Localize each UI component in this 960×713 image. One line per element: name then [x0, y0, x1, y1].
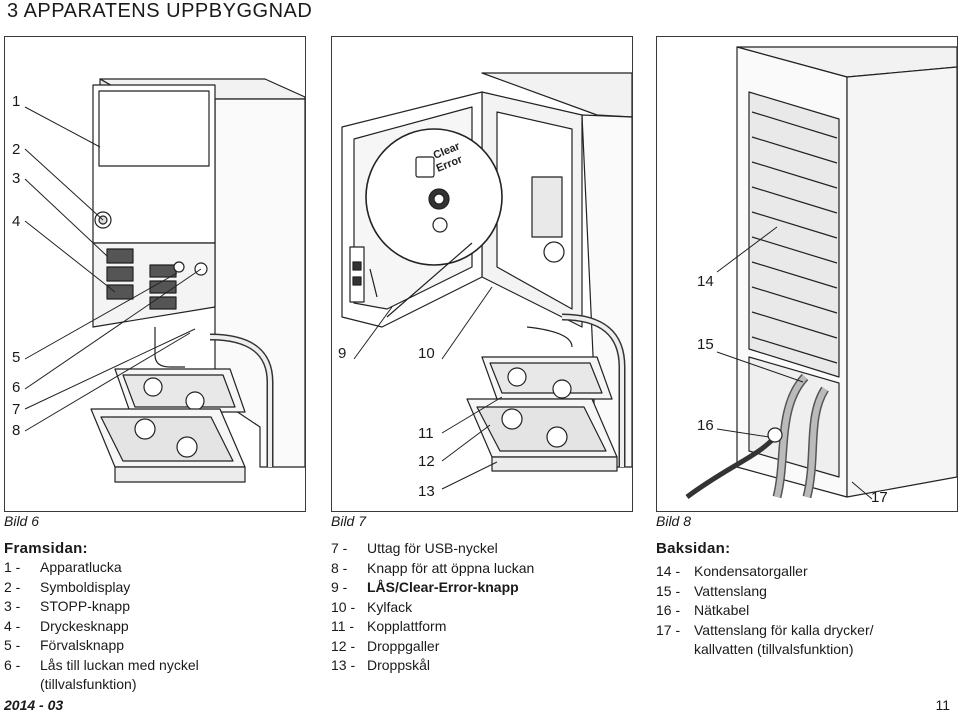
figure-open-door-view: Clear Error 9 10 11 12 13 [331, 36, 633, 512]
callout-5: 5 [12, 349, 21, 366]
callout-8: 8 [12, 422, 21, 439]
list-item: 9 - LÅS/Clear-Error-knapp [331, 579, 519, 595]
list-item: 3 - STOPP-knapp [4, 598, 131, 614]
list-item: 15 - Vattenslang [656, 582, 767, 599]
callout-10: 10 [418, 345, 435, 362]
callout-1: 1 [12, 93, 21, 110]
list-item: 10 - Kylfack [331, 598, 413, 615]
rear-view-illustration [685, 46, 957, 500]
figure2-caption: Bild 7 [331, 513, 367, 529]
page-number: 11 [935, 697, 950, 713]
list-item: 7 - Uttag för USB-nyckel [331, 540, 498, 556]
rear-parts-list: 14 - Kondensatorgaller 15 - Vattenslang … [656, 562, 874, 660]
figure-rear-view: 14 15 16 17 [656, 36, 958, 512]
list-item: 6 - Lås till luckan med nyckel [4, 656, 199, 673]
callout-3: 3 [12, 170, 21, 187]
list-item: 12 - Droppgaller [331, 637, 440, 654]
list-item: kallvatten (tillvalsfunktion) [694, 641, 854, 657]
list-item: 2 - Symboldisplay [4, 578, 131, 595]
callout-16: 16 [697, 417, 714, 434]
callout-14: 14 [697, 273, 714, 290]
figure-front-view: 1 2 3 4 5 6 7 8 [4, 36, 306, 512]
callout-15: 15 [697, 336, 714, 353]
front-view-illustration [24, 78, 305, 483]
list-item: 16 - Nätkabel [656, 602, 750, 618]
list-item: 14 - Kondensatorgaller [656, 563, 808, 579]
callout-6: 6 [12, 379, 21, 396]
page-heading: 3 APPARATENS UPPBYGGNAD [7, 0, 313, 22]
list-item: 11 - Kopplattform [331, 618, 447, 634]
list-item: 13 - Droppskål [331, 657, 431, 673]
callout-13: 13 [418, 483, 435, 500]
list-item: 1 - Apparatlucka [4, 559, 122, 575]
list-item: 5 - Förvalsknapp [4, 637, 125, 653]
list-item: 4 - Dryckesknapp [4, 617, 129, 634]
list-item: (tillvalsfunktion) [40, 676, 137, 692]
open-door-parts-list: 7 - Uttag för USB-nyckel 8 - Knapp för a… [331, 539, 534, 676]
list-item: 17 - Vattenslang för kalla drycker/ [656, 621, 874, 638]
front-section-title: Framsidan: [4, 540, 88, 557]
callout-12: 12 [418, 453, 435, 470]
callout-17: 17 [871, 489, 888, 506]
callout-7: 7 [12, 401, 21, 418]
front-parts-list: 1 - Apparatlucka 2 - Symboldisplay 3 - S… [4, 558, 199, 695]
callout-4: 4 [12, 213, 21, 230]
list-item: 8 - Knapp för att öppna luckan [331, 559, 535, 576]
figure3-caption: Bild 8 [656, 513, 692, 529]
callout-11: 11 [418, 425, 434, 442]
rear-section-title: Baksidan: [656, 540, 731, 557]
footer-date: 2014 - 03 [4, 697, 64, 713]
open-door-illustration: Clear Error [341, 72, 632, 490]
callout-9: 9 [338, 345, 347, 362]
callout-2: 2 [12, 141, 21, 158]
figure1-caption: Bild 6 [4, 513, 40, 529]
